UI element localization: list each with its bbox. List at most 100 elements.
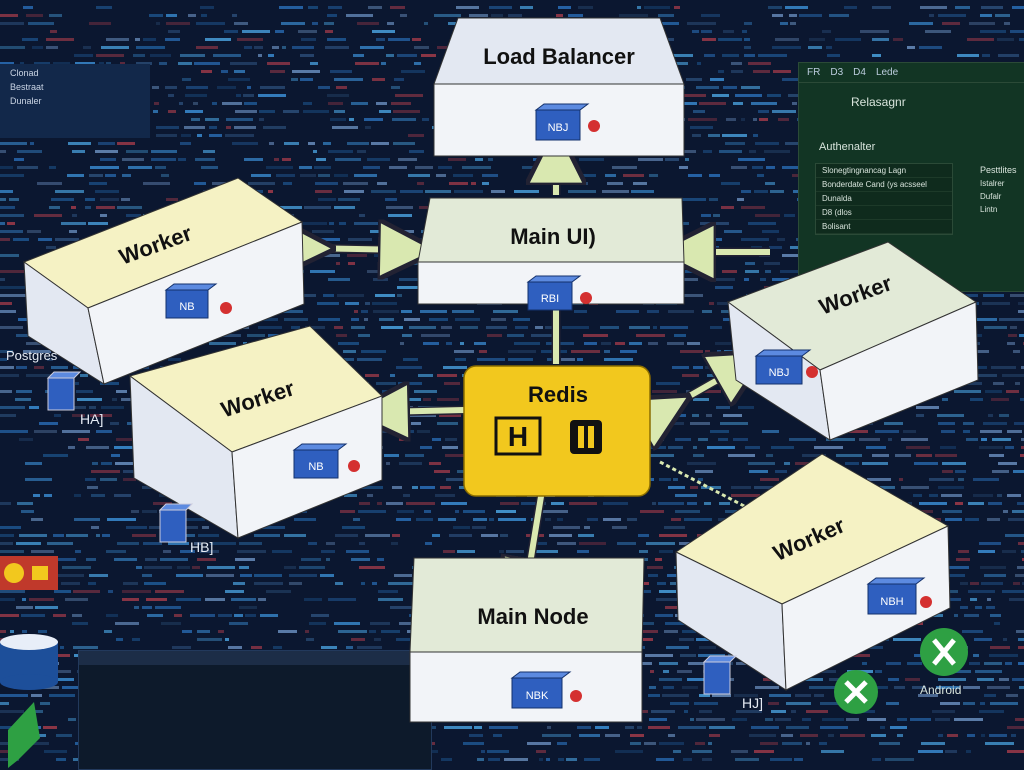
code-streak xyxy=(393,110,420,113)
code-streak xyxy=(916,414,924,417)
code-streak xyxy=(334,110,345,113)
worker-node[interactable]: Worker NBJ xyxy=(726,241,979,442)
code-streak xyxy=(649,478,654,481)
code-streak xyxy=(561,358,575,361)
code-streak xyxy=(775,718,791,721)
code-streak xyxy=(814,446,843,449)
code-streak xyxy=(649,686,656,689)
code-streak xyxy=(888,438,892,441)
load-balancer-node[interactable]: Load Balancer NBJ xyxy=(433,17,685,157)
code-streak xyxy=(673,478,678,481)
code-streak xyxy=(417,430,430,433)
code-streak xyxy=(178,62,192,65)
code-streak xyxy=(474,342,486,345)
code-streak xyxy=(439,414,461,417)
code-streak xyxy=(314,166,331,169)
code-streak xyxy=(425,190,451,193)
code-streak xyxy=(886,662,901,665)
code-streak xyxy=(372,30,395,33)
code-streak xyxy=(23,6,33,9)
code-streak xyxy=(334,622,360,625)
tab[interactable]: D3 xyxy=(830,67,844,78)
code-streak xyxy=(89,574,108,577)
code-streak xyxy=(985,390,1002,393)
code-streak xyxy=(0,390,12,393)
code-streak xyxy=(658,502,684,505)
code-streak xyxy=(423,398,431,401)
main-ui-node[interactable]: Main UI) RBI xyxy=(417,197,685,311)
code-streak xyxy=(704,54,715,57)
code-streak xyxy=(231,598,256,601)
redis-node[interactable]: Redis H xyxy=(463,365,651,497)
code-streak xyxy=(86,558,96,561)
code-streak xyxy=(781,734,793,737)
code-streak xyxy=(604,350,610,353)
tab[interactable]: D4 xyxy=(853,67,866,78)
code-streak xyxy=(381,630,400,633)
code-streak xyxy=(39,422,58,425)
code-streak xyxy=(151,150,177,153)
code-streak xyxy=(679,638,694,641)
code-streak xyxy=(665,622,691,625)
code-streak xyxy=(731,750,748,753)
code-streak xyxy=(835,38,861,41)
code-streak xyxy=(351,558,370,561)
code-streak xyxy=(749,470,768,473)
code-streak xyxy=(0,310,16,313)
code-streak xyxy=(397,510,414,513)
code-streak xyxy=(121,398,138,401)
tab[interactable]: FR xyxy=(807,67,821,78)
code-streak xyxy=(744,38,750,41)
code-streak xyxy=(44,494,52,497)
code-streak xyxy=(925,30,951,33)
code-streak xyxy=(396,638,422,641)
code-streak xyxy=(775,38,799,41)
code-streak xyxy=(400,342,404,345)
redis-label: Redis xyxy=(528,382,588,407)
code-streak xyxy=(885,758,914,761)
code-streak xyxy=(38,630,47,633)
code-streak xyxy=(702,758,712,761)
list-item[interactable]: Bolisant xyxy=(816,220,952,234)
code-streak xyxy=(90,166,119,169)
list-item[interactable]: D8 (dlos xyxy=(816,206,952,220)
code-streak xyxy=(1019,334,1024,337)
code-streak xyxy=(74,518,100,521)
code-streak xyxy=(355,62,379,65)
code-streak xyxy=(85,478,96,481)
list-item[interactable]: Slonegtingnancag Lagn xyxy=(816,164,952,178)
main-node[interactable]: Main Node NBK xyxy=(409,557,645,723)
code-streak xyxy=(698,478,703,481)
code-streak xyxy=(126,526,147,529)
code-streak xyxy=(386,206,413,209)
code-streak xyxy=(932,710,955,713)
code-streak xyxy=(693,454,704,457)
tab[interactable]: Lede xyxy=(875,67,899,78)
code-streak xyxy=(999,678,1009,681)
code-streak xyxy=(630,742,641,745)
code-streak xyxy=(378,598,403,601)
android-label: Android xyxy=(920,683,961,697)
code-streak xyxy=(0,358,7,361)
code-streak xyxy=(725,142,745,145)
worker-node[interactable]: Worker NB xyxy=(128,325,383,539)
code-streak xyxy=(248,182,275,185)
code-streak xyxy=(49,694,75,697)
code-streak xyxy=(1018,646,1024,649)
code-streak xyxy=(0,222,5,225)
code-streak xyxy=(481,534,498,537)
worker-node[interactable]: Worker NB xyxy=(22,177,305,386)
worker-node[interactable]: Worker NBH xyxy=(675,453,951,691)
code-streak xyxy=(117,142,135,145)
code-streak xyxy=(963,430,970,433)
code-streak xyxy=(88,582,96,585)
code-streak xyxy=(684,518,712,521)
code-streak xyxy=(906,446,930,449)
list-item[interactable]: Bonderdate Cand (ys acsseel xyxy=(816,178,952,192)
code-streak xyxy=(359,214,365,217)
code-streak xyxy=(826,46,832,49)
code-streak xyxy=(77,398,102,401)
code-streak xyxy=(607,182,623,185)
code-streak xyxy=(749,150,756,153)
list-item[interactable]: Dunalda xyxy=(816,192,952,206)
